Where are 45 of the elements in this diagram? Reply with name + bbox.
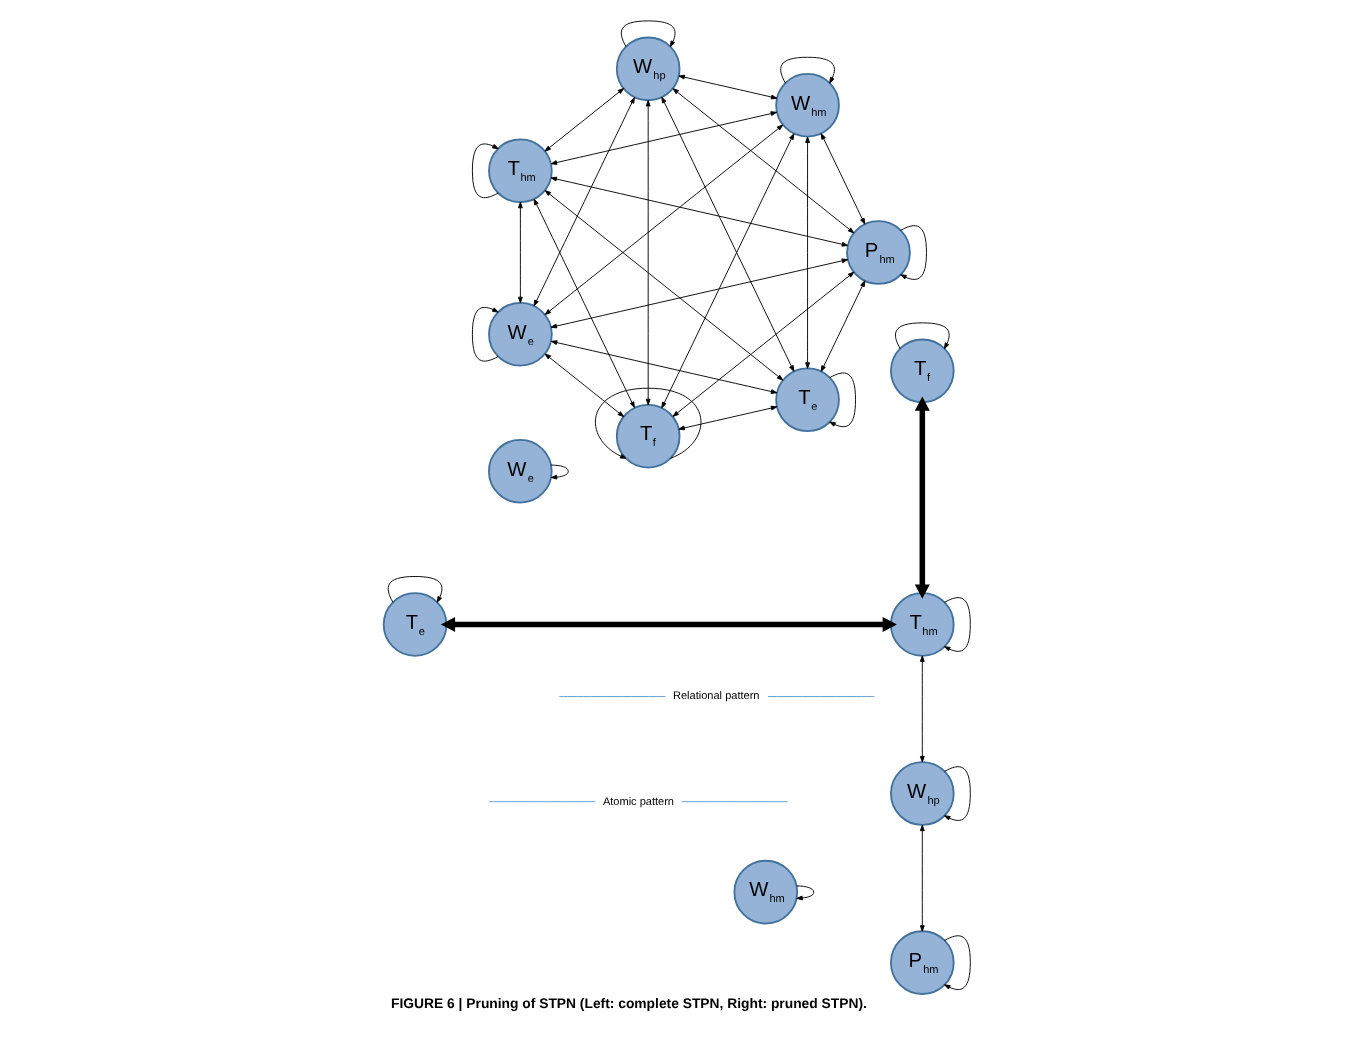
arrow (779, 56, 834, 84)
arrow (549, 176, 848, 247)
arrow (894, 322, 949, 350)
connector (766, 696, 874, 697)
arrow (671, 271, 854, 417)
arrow (918, 655, 924, 763)
arrow (918, 824, 924, 932)
arrow (543, 190, 783, 381)
arrow (543, 124, 783, 315)
arrow (532, 198, 634, 409)
arrow (549, 464, 568, 480)
arrow (943, 766, 970, 821)
arrow (671, 88, 854, 234)
arrow (593, 387, 701, 459)
arrow (795, 885, 814, 901)
arrow (517, 201, 522, 304)
arrow (943, 597, 970, 652)
arrow (619, 20, 675, 48)
arrow (677, 405, 777, 431)
arrow (470, 306, 498, 362)
arrow (804, 136, 809, 369)
connector (557, 696, 666, 697)
arrow (543, 353, 624, 418)
arrow (439, 617, 896, 632)
arrow (819, 133, 865, 225)
arrow (913, 396, 929, 599)
arrow (549, 258, 848, 329)
arrow (677, 74, 777, 100)
arrow (943, 935, 970, 990)
arrow (549, 111, 777, 165)
arrow (660, 133, 794, 409)
connector (680, 801, 788, 803)
arrow (819, 280, 865, 372)
arrow (899, 225, 926, 280)
node-circle: W$_{e}$ (487, 438, 552, 504)
arrow (532, 97, 634, 307)
arrow (470, 143, 498, 199)
arrow (549, 340, 777, 394)
node-circle: W$_{hm}$ (732, 859, 798, 925)
arrow (386, 576, 442, 603)
arrow (660, 96, 794, 372)
arrow (543, 88, 624, 152)
arrow (644, 100, 650, 406)
connector (487, 801, 595, 803)
arrow (828, 372, 855, 428)
